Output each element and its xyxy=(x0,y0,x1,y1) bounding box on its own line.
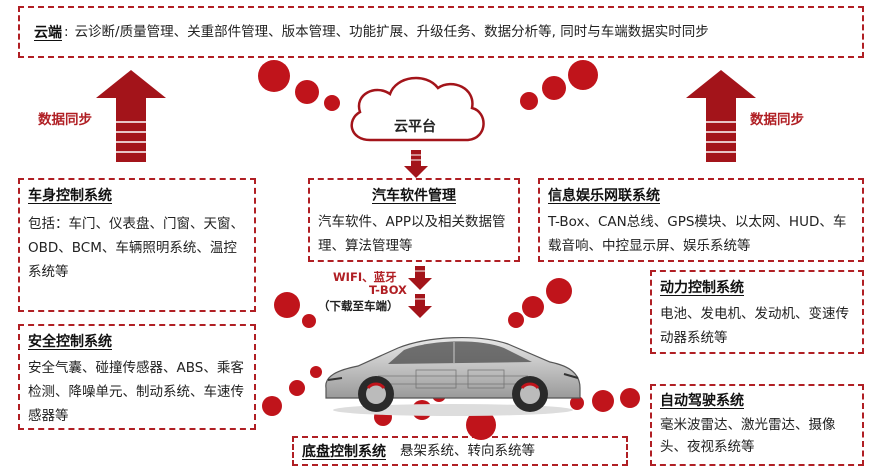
decor-dot xyxy=(310,366,322,378)
software-mgmt-text: 汽车软件、APP以及相关数据管理、算法管理等 xyxy=(318,214,506,254)
sync-left-label: 数据同步 xyxy=(38,112,92,128)
safety-control-title: 安全控制系统 xyxy=(28,334,112,350)
infotainment-box: 信息娱乐网联系统 T-Box、CAN总线、GPS模块、以太网、HUD、车载音响、… xyxy=(538,178,864,262)
software-mgmt-box: 汽车软件管理 汽车软件、APP以及相关数据管理、算法管理等 xyxy=(308,178,520,262)
power-control-text: 电池、发电机、发动机、变速传动器系统等 xyxy=(660,306,849,346)
decor-dot xyxy=(546,278,572,304)
right-up-arrow-icon xyxy=(686,70,756,162)
decor-dot xyxy=(274,292,300,318)
autonomous-box: 自动驾驶系统 毫米波雷达、激光雷达、摄像头、夜视系统等 xyxy=(650,384,864,466)
body-control-box: 车身控制系统 包括：车门、仪表盘、门窗、天窗、OBD、BCM、车辆照明系统、温控… xyxy=(18,178,256,312)
cloud-banner-separator: : xyxy=(64,24,69,40)
chassis-title: 底盘控制系统 xyxy=(302,444,386,460)
decor-dot xyxy=(568,60,598,90)
download-label: （下载至车端） xyxy=(318,299,399,313)
infotainment-title: 信息娱乐网联系统 xyxy=(548,188,660,204)
body-control-text: 包括：车门、仪表盘、门窗、天窗、OBD、BCM、车辆照明系统、温控系统等 xyxy=(28,216,244,280)
decor-dot xyxy=(262,396,282,416)
decor-dot xyxy=(324,95,340,111)
decor-dot xyxy=(522,296,544,318)
decor-dot xyxy=(570,396,584,410)
wireless-label: WIFI、蓝牙 xyxy=(333,270,397,284)
decor-dot xyxy=(302,314,316,328)
decor-dot xyxy=(592,390,614,412)
cloud-banner: 云端 : 云诊断/质量管理、关重部件管理、版本管理、功能扩展、升级任务、数据分析… xyxy=(18,6,864,58)
cloud-platform-label: 云平台 xyxy=(394,119,436,135)
autonomous-text: 毫米波雷达、激光雷达、摄像头、夜视系统等 xyxy=(660,417,836,455)
decor-dot xyxy=(542,76,566,100)
safety-control-box: 安全控制系统 安全气囊、碰撞传感器、ABS、乘客检测、降噪单元、制动系统、车速传… xyxy=(18,324,256,430)
chassis-box: 底盘控制系统 悬架系统、转向系统等 xyxy=(292,436,628,466)
cloud-banner-text: 云诊断/质量管理、关重部件管理、版本管理、功能扩展、升级任务、数据分析等, 同时… xyxy=(74,24,709,40)
infotainment-text: T-Box、CAN总线、GPS模块、以太网、HUD、车载音响、中控显示屏、娱乐系… xyxy=(548,214,847,254)
down-arrow-icon xyxy=(408,266,432,290)
safety-control-text: 安全气囊、碰撞传感器、ABS、乘客检测、降噪单元、制动系统、车速传感器等 xyxy=(28,360,244,424)
autonomous-title: 自动驾驶系统 xyxy=(660,393,744,409)
decor-dot xyxy=(508,312,524,328)
cloud-down-arrow-icon xyxy=(404,150,428,178)
power-control-box: 动力控制系统 电池、发电机、发动机、变速传动器系统等 xyxy=(650,270,864,354)
software-mgmt-title: 汽车软件管理 xyxy=(372,188,456,204)
decor-dot xyxy=(295,80,319,104)
tbox-label: T-BOX xyxy=(369,283,407,297)
decor-dot xyxy=(258,60,290,92)
decor-dot xyxy=(520,92,538,110)
decor-dot xyxy=(620,388,640,408)
sync-right-label: 数据同步 xyxy=(750,112,804,128)
power-control-title: 动力控制系统 xyxy=(660,280,744,296)
left-up-arrow-icon xyxy=(96,70,166,162)
down-arrow-icon xyxy=(408,294,432,318)
cloud-banner-title: 云端 xyxy=(34,25,62,41)
cloud-icon xyxy=(350,76,485,142)
body-control-title: 车身控制系统 xyxy=(28,188,112,204)
chassis-text: 悬架系统、转向系统等 xyxy=(400,443,535,459)
car-illustration xyxy=(325,337,581,416)
decor-dot xyxy=(289,380,305,396)
